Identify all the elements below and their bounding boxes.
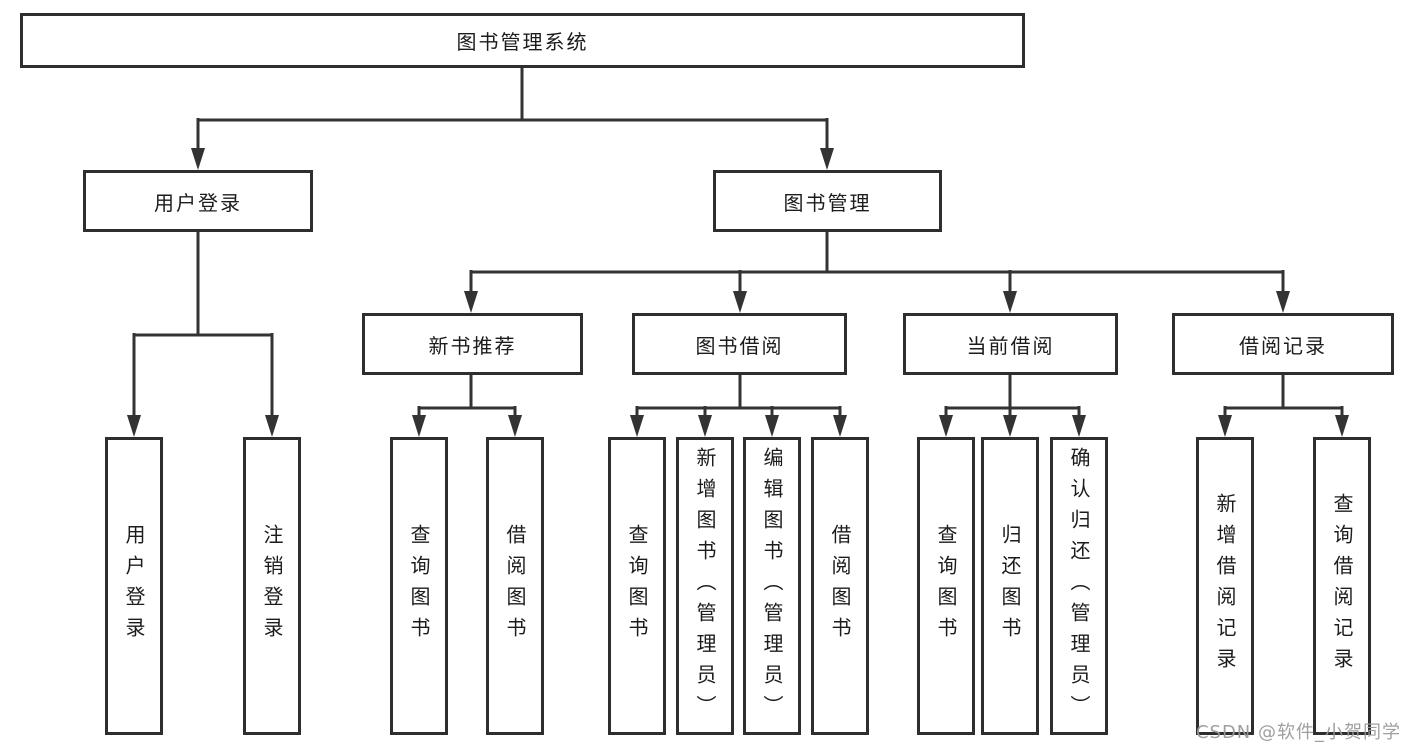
node-book-management: 图书管理 [713,170,942,232]
leaf-query-books-borrowing: 查询图书 [608,437,666,735]
leaf-add-books-admin: 新增图书（管理员） [676,437,734,735]
leaf-confirm-return-admin: 确认归还（管理员） [1050,437,1108,735]
node-borrowing-records: 借阅记录 [1172,313,1394,375]
leaf-add-borrow-record: 新增借阅记录 [1196,437,1254,735]
node-new-book-recommendation: 新书推荐 [362,313,583,375]
leaf-return-books: 归还图书 [981,437,1039,735]
leaf-query-borrow-record: 查询借阅记录 [1313,437,1371,735]
leaf-borrow-books-recommend: 借阅图书 [486,437,544,735]
watermark: CSDN @软件_小贺同学 [1195,722,1401,743]
leaf-logout: 注销登录 [243,437,301,735]
node-book-borrowing: 图书借阅 [632,313,847,375]
leaf-borrow-books: 借阅图书 [811,437,869,735]
node-user-login: 用户登录 [83,170,313,232]
leaf-query-books-current: 查询图书 [917,437,975,735]
leaf-user-login: 用户登录 [105,437,163,735]
leaf-edit-books-admin: 编辑图书（管理员） [743,437,801,735]
node-library-management-system: 图书管理系统 [20,13,1025,68]
node-current-borrowing: 当前借阅 [903,313,1118,375]
leaf-query-books-recommend: 查询图书 [390,437,448,735]
